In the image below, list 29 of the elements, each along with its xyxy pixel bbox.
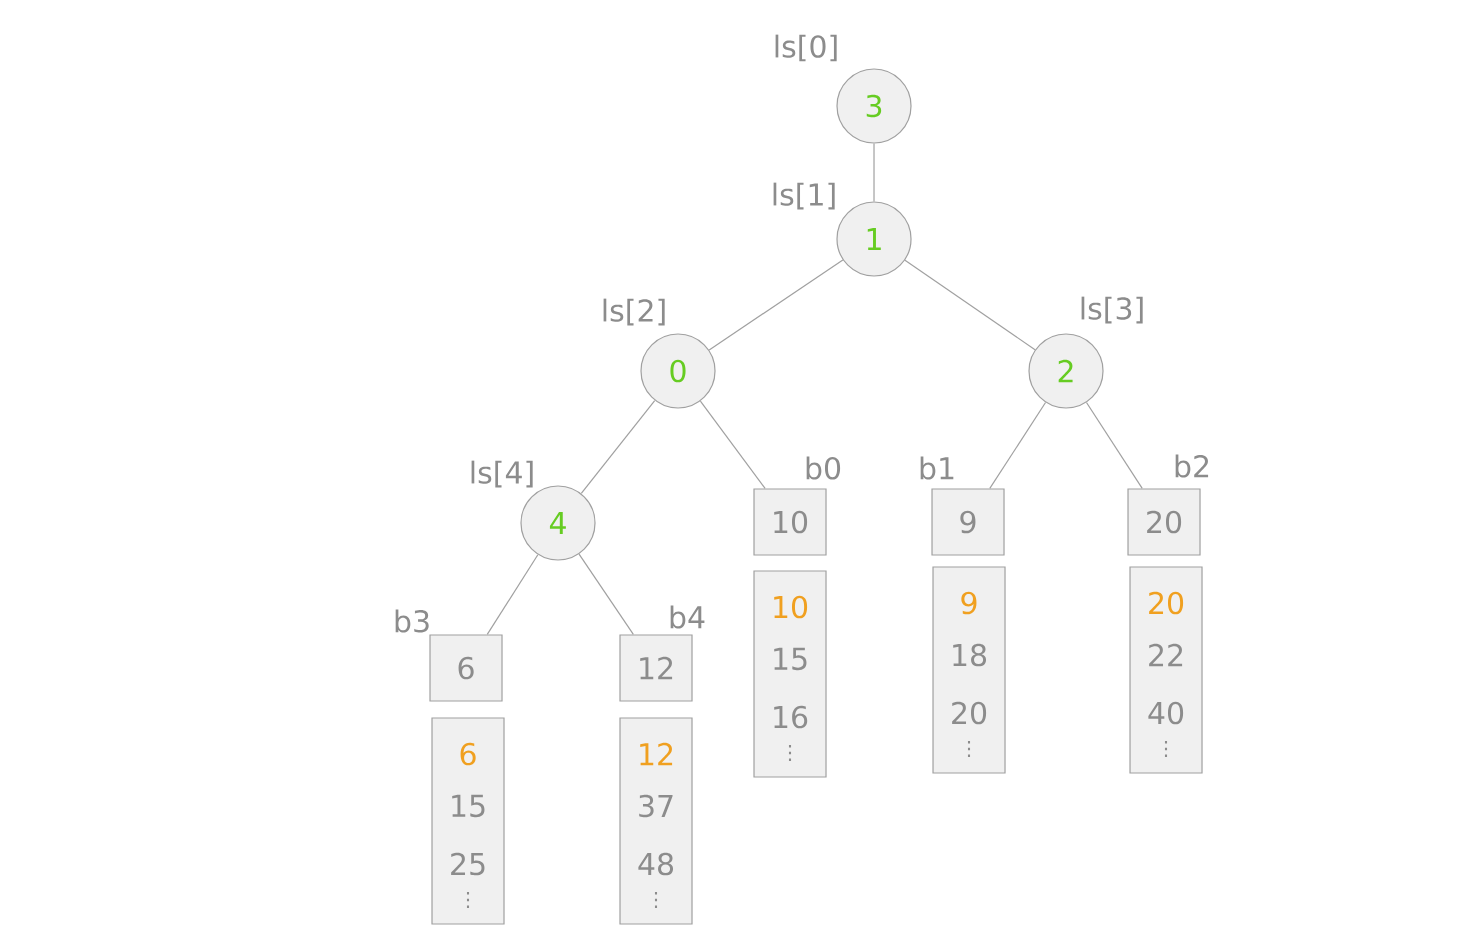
tree-edge <box>486 554 539 635</box>
sorted-list-column: 9 18 20 ⋮ <box>932 566 1006 774</box>
value-box: 6 <box>429 634 503 702</box>
sorted-list-column: 10 15 16 ⋮ <box>753 570 827 778</box>
tree-edge <box>873 143 875 202</box>
tree-edge <box>904 259 1036 351</box>
node-label: b2 <box>1175 454 1209 478</box>
tree-edge <box>1085 401 1143 489</box>
node-label: b1 <box>920 456 954 480</box>
sorted-list-column: 12 37 48 ⋮ <box>619 717 693 925</box>
tree-edge <box>699 400 766 489</box>
value-box: 12 <box>619 634 693 702</box>
node-label: ls[4] <box>471 460 533 488</box>
node-label: ls[1] <box>773 182 835 210</box>
value-box: 20 <box>1127 488 1201 556</box>
sorted-list-column: 6 15 25 ⋮ <box>431 717 505 925</box>
node-label: b0 <box>806 456 841 480</box>
value-box: 9 <box>931 488 1005 556</box>
value-box: 10 <box>753 488 827 556</box>
tree-edge <box>580 399 656 495</box>
sorted-list-column: 20 22 40 ⋮ <box>1129 566 1203 774</box>
node-label: ls[3] <box>1081 296 1143 324</box>
tree-edge <box>578 553 634 635</box>
tree-edge <box>989 401 1047 489</box>
node-label: ls[0] <box>775 34 837 62</box>
node-label: b4 <box>670 605 705 629</box>
tree-edge <box>708 259 844 351</box>
node-label: b3 <box>395 609 429 633</box>
node-label: ls[2] <box>603 298 665 326</box>
